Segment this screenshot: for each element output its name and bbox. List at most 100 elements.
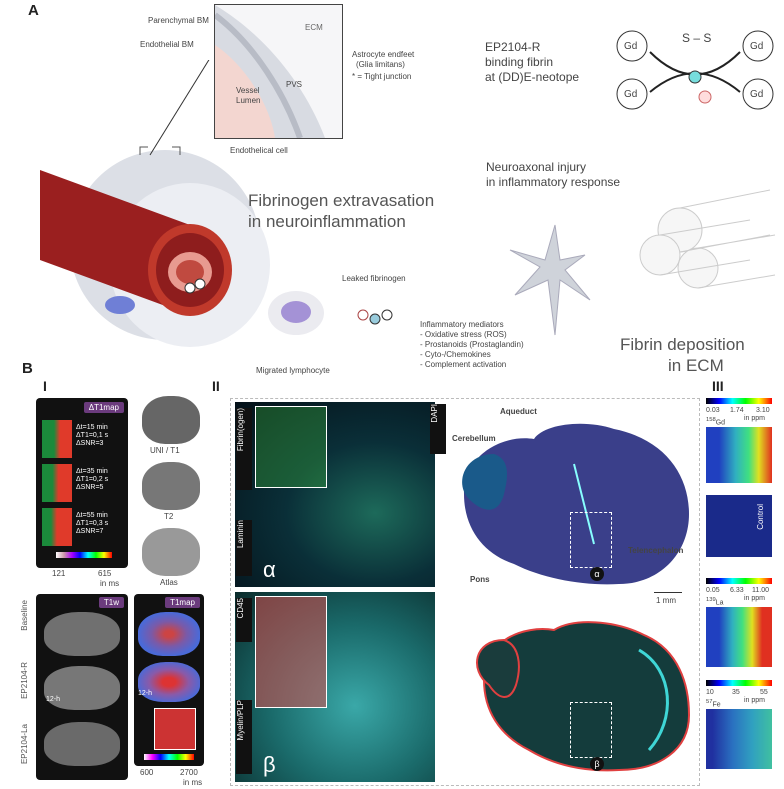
gd-map bbox=[706, 427, 772, 483]
atlas-image bbox=[142, 528, 200, 576]
panel-label-a: A bbox=[28, 2, 39, 19]
glia-label: (Glia limitans) bbox=[356, 60, 405, 69]
row-label-ep2104la: EP2104-La bbox=[20, 724, 29, 765]
t1w-panel: T1w 12-h bbox=[36, 594, 128, 780]
fe-map bbox=[706, 709, 772, 769]
beta-inset bbox=[255, 596, 327, 708]
lumen-label: Lumen bbox=[236, 96, 261, 105]
t1w-baseline bbox=[44, 612, 120, 656]
la-min: 0.05 bbox=[706, 587, 720, 594]
la-map bbox=[706, 607, 772, 667]
row-label-baseline: Baseline bbox=[20, 600, 29, 631]
dt1map-tag: ΔT1map bbox=[83, 402, 124, 413]
title-fibrinogen: Fibrinogen extravasation in neuroinflamm… bbox=[248, 190, 434, 232]
fibrin-cylinders bbox=[639, 189, 776, 289]
panel-label-b: B bbox=[22, 360, 33, 377]
cbar2-unit: in ms bbox=[183, 778, 203, 787]
dt1-row-1-snr: ΔSNR=3 bbox=[76, 440, 104, 447]
fe-colorbar bbox=[706, 680, 772, 686]
t1map-zoom-inset bbox=[154, 708, 196, 750]
la-unit: in ppm bbox=[744, 595, 766, 602]
cerebellum-label: Cerebellum bbox=[452, 434, 496, 443]
gd-element: Gd bbox=[715, 419, 726, 427]
mediators-list: Inflammatory mediators - Oxidative stres… bbox=[420, 320, 524, 370]
fe-iso-number: 57 bbox=[706, 699, 713, 705]
gd-4: Gd bbox=[750, 89, 764, 100]
t1map-baseline bbox=[138, 612, 200, 656]
gd-probe-diagram bbox=[616, 30, 774, 110]
vessel-illustration bbox=[40, 60, 270, 347]
gd-unit: in ppm bbox=[744, 415, 766, 422]
dt1-row-1-dt1: ΔT1=0,1 s bbox=[76, 432, 109, 439]
mediator-2: - Prostanoids (Prostaglandin) bbox=[420, 340, 524, 349]
probe-line-1: EP2104-R bbox=[485, 40, 541, 54]
la-max: 11.00 bbox=[752, 587, 769, 594]
fe-element: Fe bbox=[712, 701, 721, 709]
dt1map-panel: ΔT1map Δt=15 min ΔT1=0,1 s ΔSNR=3 Δt=35 … bbox=[36, 398, 128, 568]
dt1-row-2-t: Δt=35 min bbox=[76, 468, 108, 475]
dt1-row-1-t: Δt=15 min bbox=[76, 424, 108, 431]
alpha-roi bbox=[570, 512, 612, 568]
leaked-label: Leaked fibrinogen bbox=[342, 274, 406, 283]
injury-line-2: in inflammatory response bbox=[486, 175, 621, 189]
parenchymal-bm-label: Parenchymal BM bbox=[148, 16, 209, 25]
panel-label-ii: II bbox=[212, 378, 220, 394]
la-colorbar bbox=[706, 578, 772, 584]
gd-max: 3.10 bbox=[756, 407, 770, 414]
cbar2-max: 2700 bbox=[180, 768, 198, 777]
fe-unit: in ppm bbox=[744, 697, 766, 704]
dt1-row-2-dt1: ΔT1=0,2 s bbox=[76, 476, 109, 483]
t1w-ep2104r bbox=[44, 666, 120, 710]
t1w-tag: T1w bbox=[98, 597, 124, 608]
beta-label: β bbox=[263, 752, 276, 777]
scale-bar bbox=[654, 592, 682, 593]
t1map-ep2104r bbox=[138, 662, 200, 702]
dt1-thumb-3 bbox=[42, 508, 72, 546]
uni-t1-image bbox=[142, 396, 200, 444]
injury-line-1: Neuroaxonal injury bbox=[486, 160, 587, 174]
svg-text:ECM: ECM bbox=[305, 23, 323, 32]
beta-micrograph: β bbox=[235, 592, 435, 782]
endothelial-cell-label: Endothelical cell bbox=[230, 146, 288, 155]
brain-section-cd45 bbox=[476, 621, 691, 772]
t1w-12h: 12-h bbox=[46, 696, 61, 703]
gd-mid: 1.74 bbox=[730, 407, 744, 414]
t1map-12h: 12-h bbox=[138, 690, 153, 697]
alpha-micrograph: α bbox=[235, 402, 435, 587]
beta-roi bbox=[570, 702, 612, 758]
t1map-tag: T1map bbox=[165, 597, 200, 608]
astrocyte-label: Astrocyte endfeet bbox=[352, 50, 415, 59]
panel-label-i: I bbox=[43, 378, 47, 394]
alpha-label: α bbox=[263, 557, 276, 582]
gd-min: 0.03 bbox=[706, 407, 720, 414]
t1map-panel: T1map 12-h bbox=[134, 594, 204, 766]
panel-ii-frame bbox=[230, 398, 700, 786]
cbar2-min: 600 bbox=[140, 768, 154, 777]
dt1-thumb-2 bbox=[42, 464, 72, 502]
fe-max: 55 bbox=[760, 689, 768, 696]
deposition-line-1: Fibrin deposition bbox=[620, 335, 745, 354]
injury-label: Neuroaxonal injury in inflammatory respo… bbox=[486, 160, 620, 190]
dt1-row-3-snr: ΔSNR=7 bbox=[76, 528, 104, 535]
gd-iso-number: 158 bbox=[706, 417, 716, 423]
uni-label: UNI / T1 bbox=[150, 446, 180, 455]
control-map bbox=[706, 495, 772, 557]
fe-isotope: 57Fe bbox=[706, 697, 721, 710]
dapi-label: DAPI bbox=[430, 404, 446, 454]
tight-junction-label: * = Tight junction bbox=[352, 72, 412, 81]
dt1-colorbar bbox=[56, 552, 112, 558]
gd-2: Gd bbox=[750, 41, 764, 52]
probe-desc: EP2104-R binding fibrin at (DD)E-neotope bbox=[485, 40, 579, 85]
panel-label-iii: III bbox=[712, 378, 724, 394]
telencephalon-label: Telencephalon bbox=[628, 546, 684, 555]
la-iso-number: 139 bbox=[706, 597, 716, 603]
t1w-ep2104la bbox=[44, 722, 120, 766]
lymphocyte-illustration bbox=[268, 291, 324, 335]
deposition-line-2: in ECM bbox=[668, 356, 724, 375]
cbar1-min: 121 bbox=[52, 569, 66, 578]
cbar1-unit: in ms bbox=[100, 579, 120, 588]
la-element: La bbox=[715, 599, 724, 607]
t1map-colorbar bbox=[144, 754, 194, 760]
mediator-3: - Cyto-/Chemokines bbox=[420, 350, 491, 359]
control-label: Control bbox=[756, 504, 765, 530]
